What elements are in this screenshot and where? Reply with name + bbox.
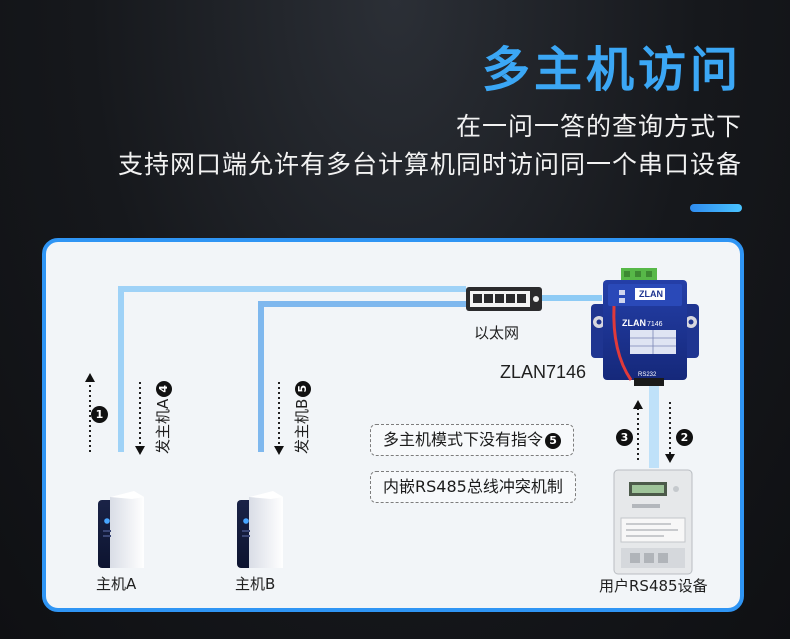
switch-label: 以太网 <box>474 324 520 342</box>
device-brand-text-2: ZLAN <box>622 318 646 328</box>
host-b-send-label: 发主机B5 <box>291 380 312 454</box>
host-a-arrows <box>85 373 145 455</box>
host-b-label: 主机B <box>235 575 276 593</box>
network-diagram: ZLAN ZLAN 7146 RS232 <box>85 268 699 575</box>
host-b-arrow <box>274 382 284 455</box>
meter-label: 用户RS485设备 <box>599 577 708 595</box>
step-1-badge: 1 <box>91 406 108 423</box>
device-meter-arrows <box>633 400 675 463</box>
host-a-label: 主机A <box>96 575 137 593</box>
zlan-device-icon <box>591 268 699 386</box>
device-label: ZLAN7146 <box>500 362 587 382</box>
accent-bar <box>690 204 742 212</box>
step-3-badge: 3 <box>616 429 633 446</box>
subtitle-line-1: 在一问一答的查询方式下 <box>455 112 742 141</box>
ethernet-switch-icon <box>466 287 542 311</box>
subtitle-line-2: 支持网口端允许有多台计算机同时访问同一个串口设备 <box>117 150 742 179</box>
device-model-text: 7146 <box>647 321 663 328</box>
page-title: 多主机访问 <box>481 42 742 98</box>
host-a-link <box>118 286 466 452</box>
device-port-text: RS232 <box>638 372 657 378</box>
host-b-icon <box>237 491 283 568</box>
note-rs485-collision: 内嵌RS485总线冲突机制 <box>370 471 576 503</box>
rs485-meter-icon <box>613 469 693 575</box>
host-b-link <box>258 301 466 452</box>
host-a-send-label: 发主机A4 <box>152 380 173 454</box>
host-a-icon <box>98 491 144 568</box>
diagram-card: ZLAN ZLAN 7146 RS232 <box>42 238 744 612</box>
device-brand-text: ZLAN <box>639 289 663 299</box>
step-2-badge: 2 <box>676 429 693 446</box>
